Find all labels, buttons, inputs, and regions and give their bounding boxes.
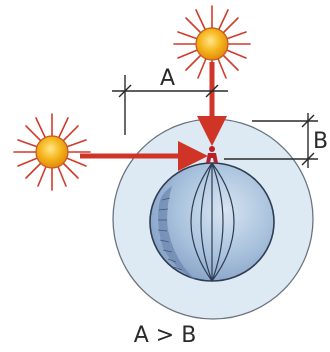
sun-icon <box>14 114 90 190</box>
label-b: B <box>313 129 328 154</box>
caption-a-greater-b: A > B <box>134 323 197 348</box>
label-a: A <box>160 66 175 91</box>
earth-globe <box>150 163 274 281</box>
